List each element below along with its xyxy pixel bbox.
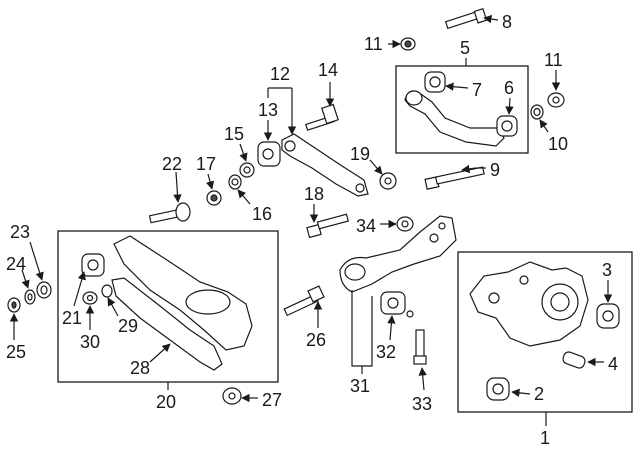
leader-15: [239, 143, 248, 162]
leader-7: [445, 82, 469, 91]
callout-30: 30: [80, 332, 100, 352]
bolt-18-part[interactable]: [306, 213, 350, 239]
leader-9b: [461, 164, 477, 174]
bolt-8-part[interactable]: [444, 7, 488, 30]
callout-1: 1: [540, 428, 550, 448]
callout-14: 14: [318, 60, 338, 80]
callout-29: 29: [118, 316, 138, 336]
callout-6: 6: [504, 78, 514, 98]
bushing-23-part[interactable]: [36, 281, 52, 299]
callout-18: 18: [304, 184, 324, 204]
callout-12: 12: [270, 64, 290, 84]
nut-34-part[interactable]: [396, 216, 414, 232]
washer-16-part[interactable]: [228, 174, 242, 190]
nut-19-part[interactable]: [379, 172, 397, 190]
callout-11-left: 11: [364, 34, 383, 54]
leader-21: [73, 271, 86, 307]
upper-arm-5-part[interactable]: [404, 90, 505, 147]
leader-28: [149, 343, 171, 363]
leader-2: [511, 388, 531, 398]
callout-2: 2: [534, 384, 544, 404]
washer-29-part[interactable]: [101, 284, 113, 298]
nut-15-part[interactable]: [239, 162, 255, 178]
callout-34: 34: [356, 216, 376, 236]
leader-17: [205, 173, 215, 190]
callout-27: 27: [262, 390, 282, 410]
leader-8: [483, 14, 499, 24]
leader-6: [505, 97, 514, 115]
knuckle-1-part[interactable]: [469, 261, 589, 347]
bolt-9-part[interactable]: [424, 166, 485, 190]
leader-16: [237, 189, 251, 205]
bolt-26-part[interactable]: [283, 285, 325, 317]
callout-16: 16: [252, 204, 272, 224]
bushing-2-part[interactable]: [486, 377, 510, 401]
callout-9: 9: [490, 160, 500, 180]
nut-11-left-part[interactable]: [400, 37, 416, 51]
callout-32: 32: [376, 342, 396, 362]
leader-22: [173, 171, 182, 203]
callout-4: 4: [608, 354, 618, 374]
bolt-14-part[interactable]: [305, 103, 339, 131]
bushing-13-part[interactable]: [257, 141, 281, 167]
callout-11-right: 11: [544, 50, 563, 70]
bolt-33-part[interactable]: [413, 329, 427, 365]
callout-23: 23: [10, 222, 30, 242]
callout-22: 22: [162, 154, 182, 174]
callout-19: 19: [350, 144, 370, 164]
callout-3: 3: [602, 260, 612, 280]
bolt-22-part[interactable]: [148, 202, 191, 224]
callout-10: 10: [548, 134, 568, 154]
leader-24: [21, 269, 30, 289]
callout-17: 17: [196, 154, 216, 174]
callout-24: 24: [6, 254, 26, 274]
callout-25: 25: [6, 342, 26, 362]
leader-19: [369, 159, 383, 175]
nut-25-part[interactable]: [7, 297, 21, 313]
leader-31: [351, 290, 373, 367]
callout-13: 13: [258, 100, 278, 120]
bushing-7-part[interactable]: [424, 71, 446, 93]
callout-8: 8: [502, 12, 512, 32]
leader-32: [387, 315, 396, 341]
nut-30-part[interactable]: [82, 291, 98, 305]
group-box-5: [395, 65, 529, 154]
leader-29: [107, 297, 119, 317]
callout-33: 33: [412, 394, 432, 414]
callout-28: 28: [130, 358, 150, 378]
leader-33: [418, 367, 427, 391]
link-arm-12-part[interactable]: [281, 133, 369, 197]
nut-11-right-part[interactable]: [547, 92, 565, 108]
trailing-arm-20-part[interactable]: [111, 235, 253, 371]
leader-23: [29, 241, 44, 281]
nut-17-part[interactable]: [206, 190, 222, 206]
bushing-6-part[interactable]: [496, 115, 518, 137]
leader-10: [539, 119, 549, 133]
lower-arm-31-part[interactable]: [339, 215, 457, 293]
callout-26: 26: [306, 330, 326, 350]
callout-7: 7: [472, 80, 482, 100]
washer-10-part[interactable]: [530, 104, 544, 120]
callout-31: 31: [350, 376, 370, 396]
callout-20: 20: [156, 392, 176, 412]
callout-21: 21: [62, 308, 82, 328]
nut-27-part[interactable]: [222, 387, 242, 405]
bushing-3-part[interactable]: [596, 303, 620, 329]
callout-15: 15: [224, 124, 244, 144]
pin-4-part[interactable]: [562, 351, 587, 370]
bushing-32-part[interactable]: [380, 291, 414, 318]
washer-24-part[interactable]: [24, 289, 36, 305]
bushing-21-part[interactable]: [81, 253, 105, 277]
callout-5: 5: [460, 38, 470, 58]
group-box-1: [457, 251, 633, 413]
